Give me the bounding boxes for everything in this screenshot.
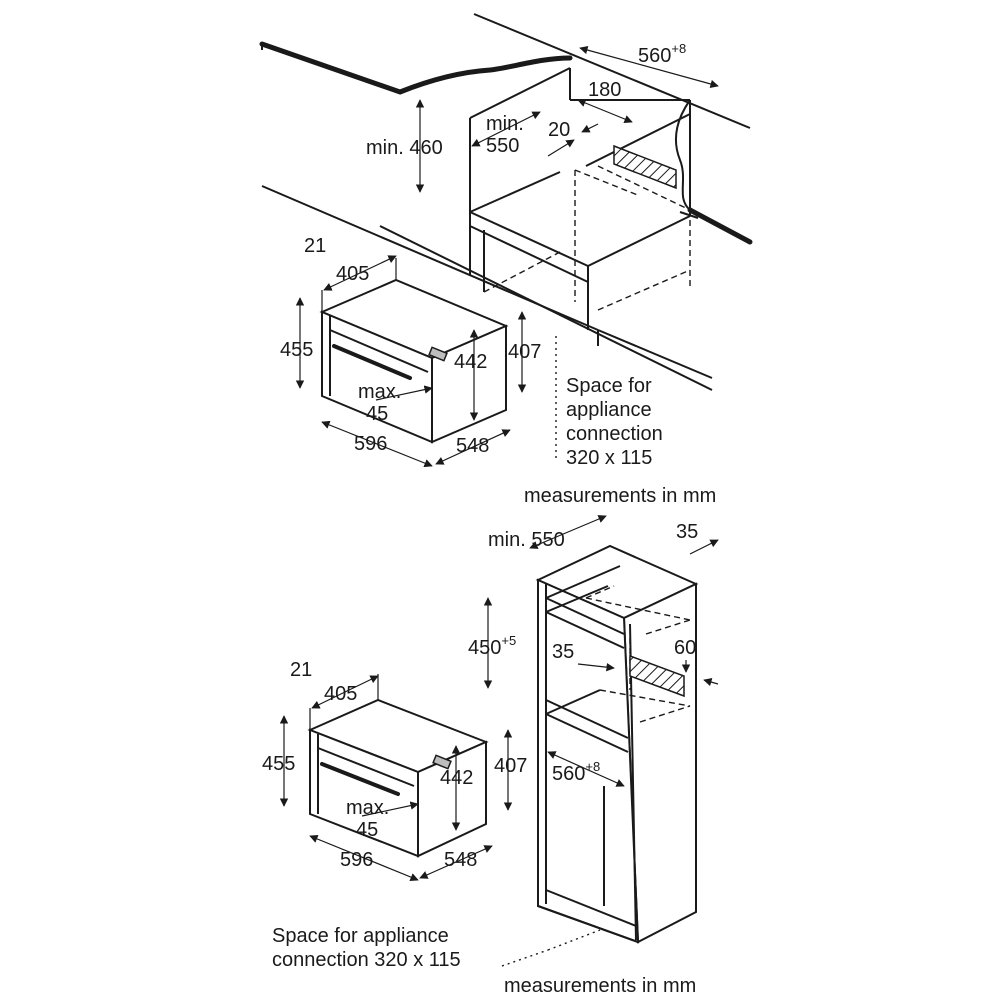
connection-label-top-3: connection <box>566 423 663 445</box>
vent-cutout-bottom <box>629 654 685 698</box>
units-label-top: measurements in mm <box>524 485 716 507</box>
oven-442-label-bottom: 442 <box>440 767 473 789</box>
oven-407-label-bottom: 407 <box>494 755 527 777</box>
hidden-lines <box>483 165 691 311</box>
oven-455-label-bottom: 455 <box>262 753 295 775</box>
dimension-lines-bottom <box>483 515 719 967</box>
oven-405-label-bottom: 405 <box>324 683 357 705</box>
connection-label-top-2: appliance <box>566 399 652 421</box>
connection-label-top-1: Space for <box>566 375 652 397</box>
oven-455-label-top: 455 <box>280 339 313 361</box>
vent-cutout-top <box>613 144 677 190</box>
floor-lines <box>261 185 713 391</box>
oven-442-label-top: 442 <box>454 351 487 373</box>
connection-label-bottom-2: connection 320 x 115 <box>272 949 461 971</box>
units-label-bottom: measurements in mm <box>504 975 696 997</box>
oven-596-label-top: 596 <box>354 433 387 455</box>
oven-max-label-top: max. <box>358 381 401 403</box>
depth-min-label: min. <box>486 113 524 135</box>
connection-label-top-4: 320 x 115 <box>566 447 652 469</box>
oven-548-label-top: 548 <box>456 435 489 457</box>
depth-label-bottom: min. 550 <box>488 529 565 551</box>
oven-21-label-bottom: 21 <box>290 659 312 681</box>
vent-35-label: 35 <box>552 641 574 663</box>
dim-180-label: 180 <box>588 79 621 101</box>
bottom-diagram: min. 550 35 450+5 35 60 560+8 21 405 455… <box>262 515 719 997</box>
oven-bottom-dims <box>279 675 513 882</box>
connection-label-bottom-1: Space for appliance <box>272 925 449 947</box>
min-height-label: min. 460 <box>366 137 443 159</box>
oven-45-label-bottom: 45 <box>356 819 378 841</box>
oven-548-label-bottom: 548 <box>444 849 477 871</box>
depth-value-label: 550 <box>486 135 519 157</box>
dim-20-label: 20 <box>548 119 570 141</box>
niche-width-label-top: 560+8 <box>638 41 686 67</box>
cabinet-niche <box>469 67 691 346</box>
oven-21-label-top: 21 <box>304 235 326 257</box>
niche-width-label-bottom: 560+8 <box>552 759 600 785</box>
niche-height-label: 450+5 <box>468 633 516 659</box>
oven-top <box>319 258 509 444</box>
oven-407-label-top: 407 <box>508 341 541 363</box>
oven-596-label-bottom: 596 <box>340 849 373 871</box>
top-diagram: 560+8 min. 460 min. 550 180 20 21 405 45… <box>259 13 753 507</box>
oven-45-label-top: 45 <box>366 403 388 425</box>
oven-405-label-top: 405 <box>336 263 369 285</box>
oven-max-label-bottom: max. <box>346 797 389 819</box>
dimension-lines-top <box>415 45 719 462</box>
oven-top-dims <box>295 255 527 468</box>
tall-cabinet <box>535 544 699 944</box>
vent-60-label: 60 <box>674 637 696 659</box>
side-35-label: 35 <box>676 521 698 543</box>
